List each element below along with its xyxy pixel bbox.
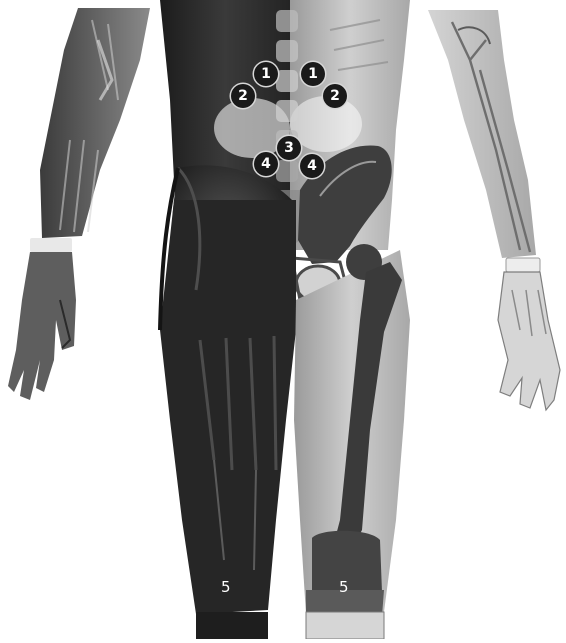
marker-4-right: 4 bbox=[300, 154, 324, 178]
marker-2-right: 2 bbox=[323, 84, 347, 108]
right-hand bbox=[498, 272, 560, 410]
label-5-right: 5 bbox=[339, 579, 349, 595]
right-arm bbox=[428, 10, 560, 410]
marker-1-left: 1 bbox=[254, 62, 278, 86]
right-wrist-band bbox=[506, 258, 540, 272]
marker-4-left: 4 bbox=[254, 152, 278, 176]
right-leg bbox=[294, 244, 410, 616]
label-5-left: 5 bbox=[221, 579, 231, 595]
marker-3: 3 bbox=[277, 136, 301, 160]
left-arm bbox=[8, 8, 150, 400]
marker-2-left: 2 bbox=[231, 84, 255, 108]
left-leg bbox=[160, 165, 296, 614]
left-wrist-band bbox=[30, 238, 72, 252]
marker-1-right: 1 bbox=[301, 62, 325, 86]
